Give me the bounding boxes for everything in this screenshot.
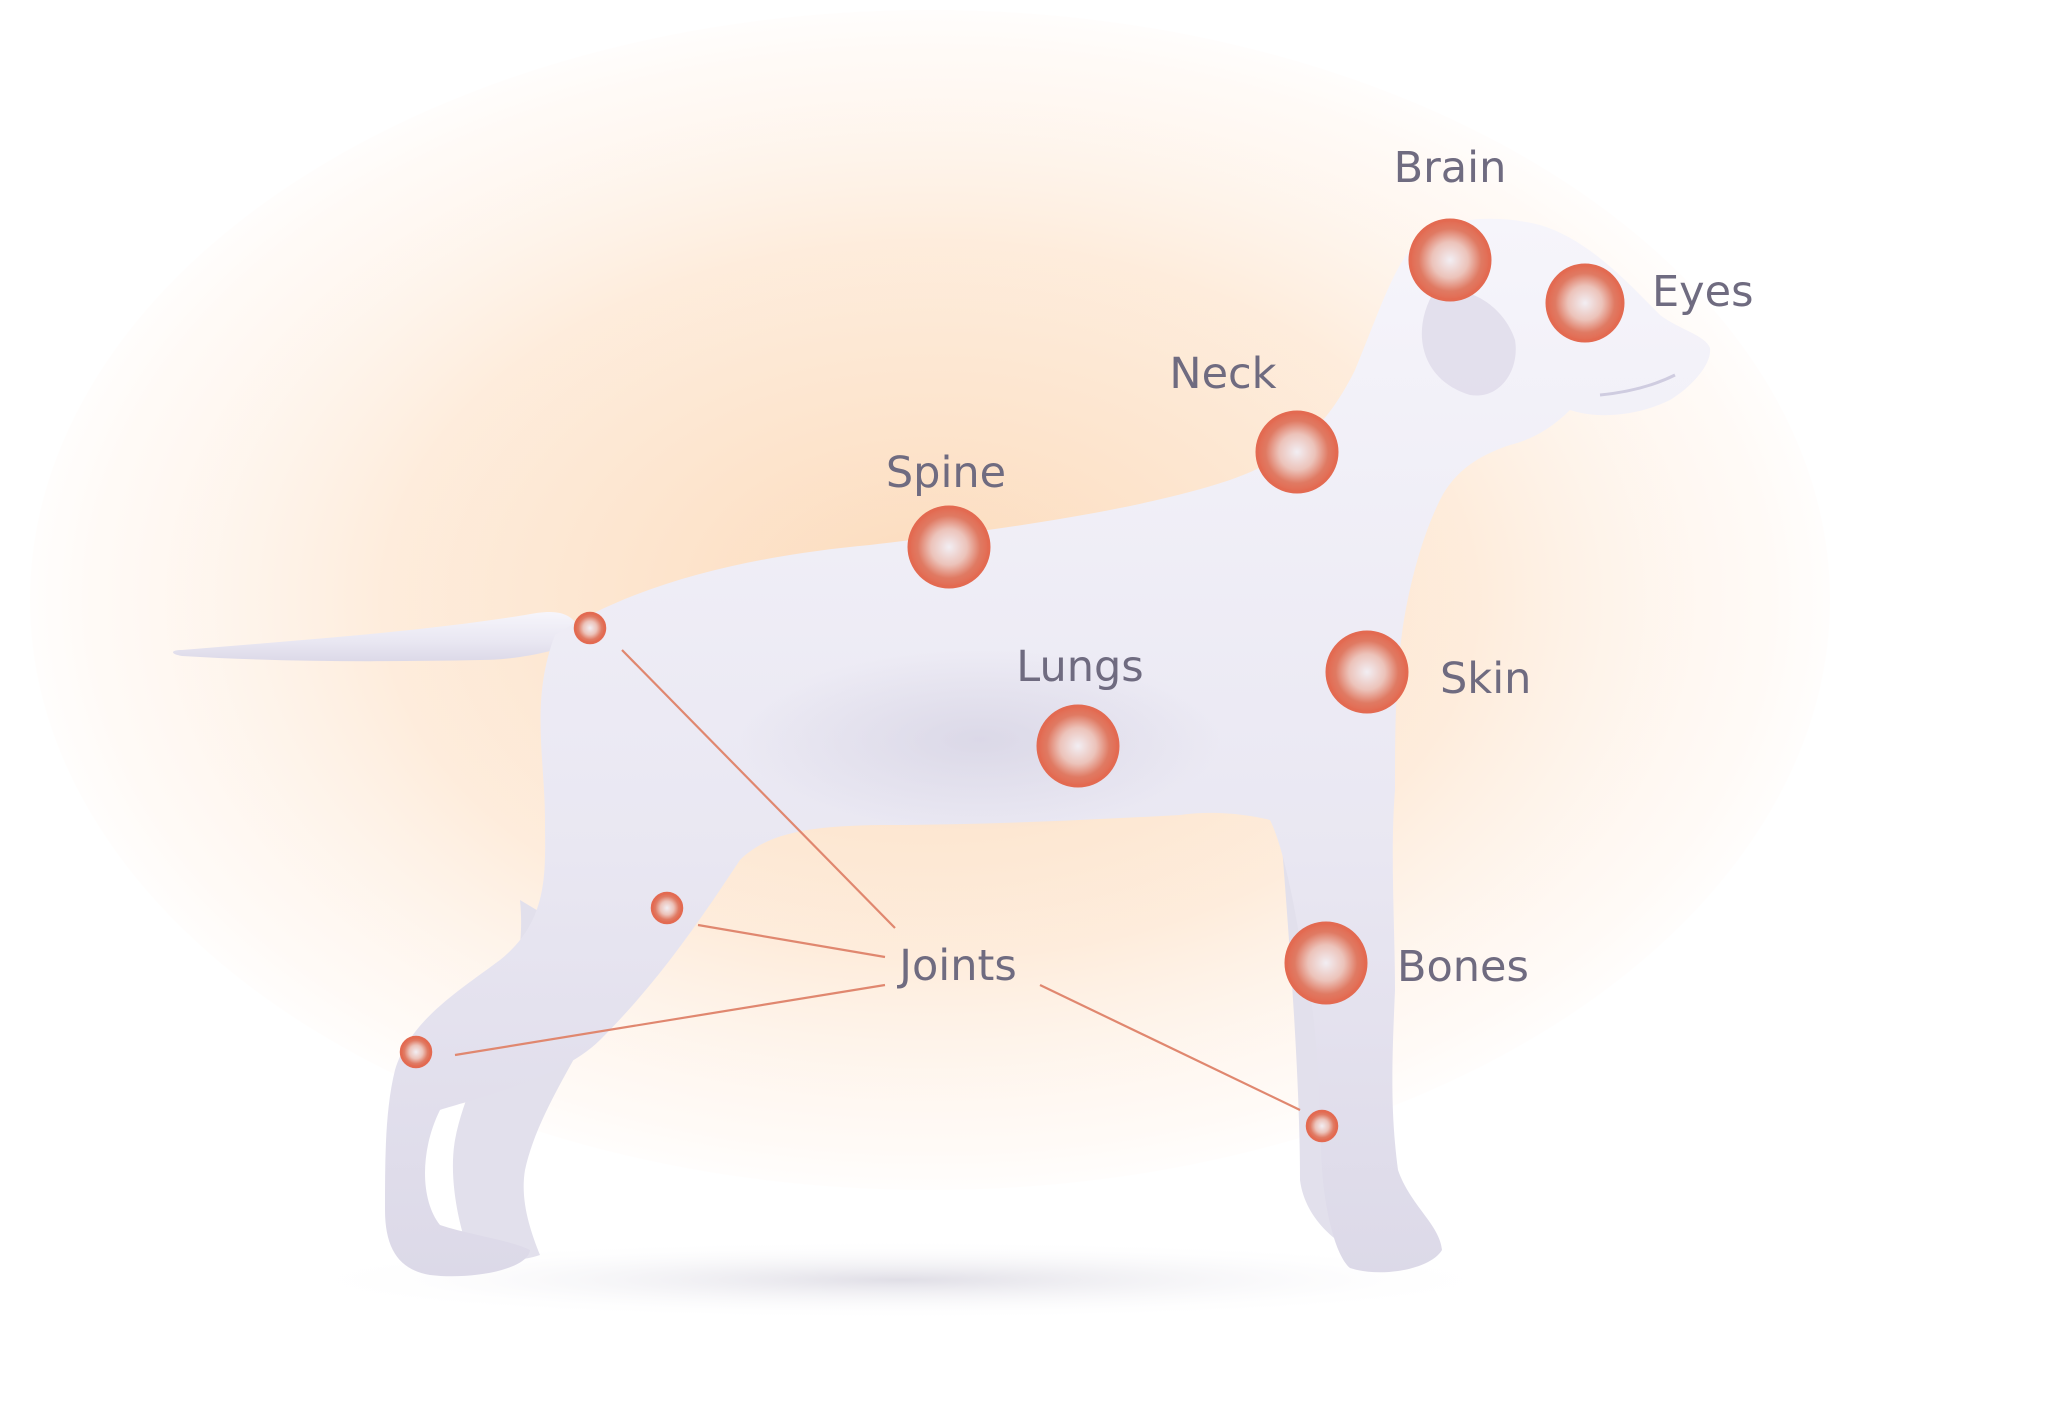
joint-hock-marker-icon[interactable] <box>399 1035 433 1069</box>
leader-line-knee <box>697 923 886 959</box>
leader-line-hock <box>454 983 886 1057</box>
body-part-markers <box>399 218 1625 1143</box>
neck-marker-icon[interactable] <box>1255 410 1339 494</box>
label-eyes: Eyes <box>1652 267 1753 317</box>
floor-shadow <box>280 1240 1520 1320</box>
joints-leader-lines <box>454 649 1301 1111</box>
label-neck: Neck <box>1169 349 1276 399</box>
leader-line-wrist <box>1039 984 1301 1111</box>
body-part-labels: Brain Eyes Neck Spine Lungs Skin Joints … <box>886 143 1754 992</box>
joint-knee-marker-icon[interactable] <box>650 891 684 925</box>
spine-marker-icon[interactable] <box>907 505 991 589</box>
bones-marker-icon[interactable] <box>1284 921 1368 1005</box>
joint-wrist-marker-icon[interactable] <box>1305 1109 1339 1143</box>
label-spine: Spine <box>886 448 1006 498</box>
label-joints: Joints <box>896 941 1016 991</box>
leader-line-hip <box>621 649 896 929</box>
skin-marker-icon[interactable] <box>1325 630 1409 714</box>
eyes-marker-icon[interactable] <box>1545 263 1625 343</box>
label-skin: Skin <box>1440 654 1531 704</box>
label-brain: Brain <box>1394 143 1507 193</box>
joint-hip-marker-icon[interactable] <box>573 611 607 645</box>
label-lungs: Lungs <box>1016 642 1143 692</box>
lungs-marker-icon[interactable] <box>1036 704 1120 788</box>
brain-marker-icon[interactable] <box>1408 218 1492 302</box>
label-bones: Bones <box>1397 942 1529 992</box>
